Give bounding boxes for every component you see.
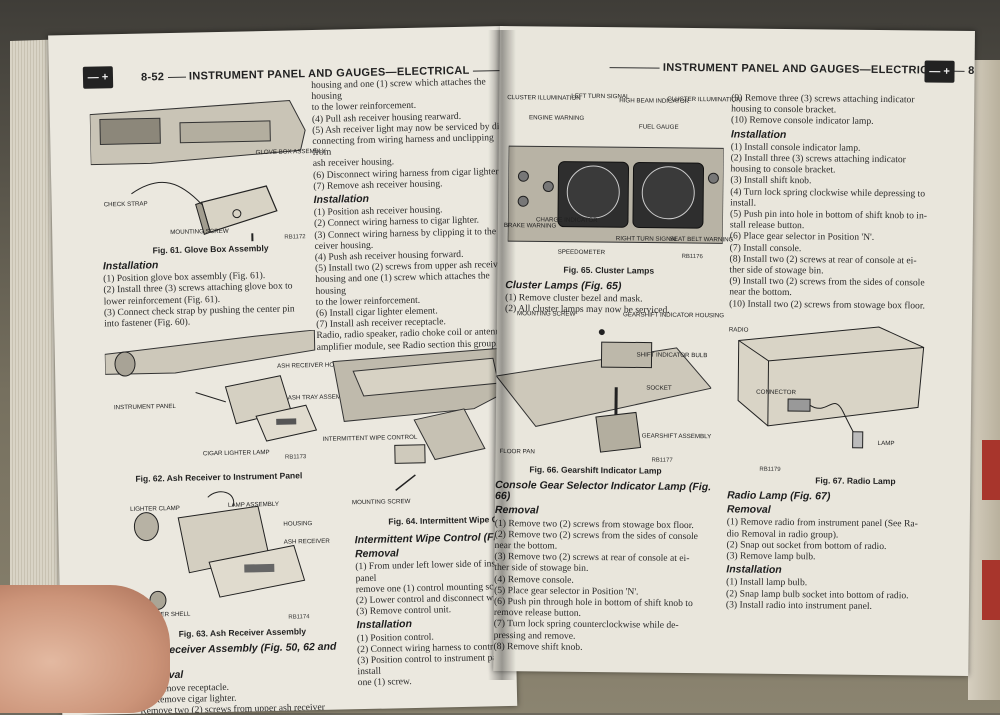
text-line: (3) Install radio into instrument panel. [726, 599, 956, 613]
label-connector: CONNECTOR [756, 389, 796, 396]
label-lighter-clamp: LIGHTER CLAMP [130, 505, 180, 513]
installation-heading: Installation [731, 129, 961, 143]
book-stripe [982, 440, 1000, 500]
label-lamp: LAMP [878, 440, 895, 447]
left-col1-installation: Installation (1) Position glove box asse… [103, 254, 309, 329]
holding-thumb [0, 585, 170, 713]
label-mounting-screw: MOUNTING SCREW [170, 228, 229, 236]
right-page: INSTRUMENT PANEL AND GAUGES—ELECTRICAL 8… [493, 26, 975, 676]
removal-heading: Removal [495, 505, 720, 519]
left-page-number: 8-52 [141, 71, 164, 83]
right-col1-console: Console Gear Selector Indicator Lamp (Fi… [493, 476, 720, 654]
label-ash-receiver-housing: ASH RECEIVER HOUSING [277, 362, 327, 370]
label-shift-indicator-bulb: SHIFT INDICATOR BULB [637, 351, 677, 358]
label-check-strap: CHECK STRAP [104, 200, 148, 208]
figure-63-ash-receiver-assembly [118, 485, 331, 614]
label-cluster-illumination-2: CLUSTER ILLUMINATION [667, 96, 712, 103]
figure-66-gearshift-indicator [495, 316, 712, 468]
label-instrument-panel: INSTRUMENT PANEL [114, 403, 159, 411]
figure-61-glove-box [89, 90, 312, 245]
text-line: (3) Remove lamp bulb. [726, 550, 956, 564]
label-mounting-screw: MOUNTING SCREW [517, 310, 576, 318]
section-title: Radio Lamp (Fig. 67) [727, 490, 957, 504]
figure-66-caption: Fig. 66. Gearshift Indicator Lamp [529, 464, 661, 475]
figure-code: RB1172 [284, 234, 305, 240]
label-lamp-assembly: LAMP ASSEMBLY [228, 501, 279, 509]
label-speedometer: SPEEDOMETER [558, 249, 606, 256]
text-line: (8) Remove shift knob. [493, 641, 718, 655]
label-ash-receiver: ASH RECEIVER [284, 538, 330, 546]
label-left-turn-signal: LEFT TURN SIGNAL [571, 93, 611, 100]
label-engine-warning: ENGINE WARNING [529, 114, 569, 121]
label-ash-tray-assembly: ASH TRAY ASSEMBLY [288, 394, 328, 402]
label-right-turn-signal: RIGHT TURN SIGNAL [616, 235, 661, 242]
figure-62-caption: Fig. 62. Ash Receiver to Instrument Pane… [135, 470, 302, 483]
label-high-beam-indicator: HIGH BEAM INDICATOR [619, 97, 664, 104]
label-radio: RADIO [729, 326, 749, 333]
figure-67-caption: Fig. 67. Radio Lamp [815, 475, 895, 486]
label-mounting-screw: MOUNTING SCREW [352, 498, 411, 506]
figure-65-cluster-lamps [507, 136, 723, 268]
book-gutter-shadow [488, 30, 516, 680]
figure-code: RB1174 [288, 614, 309, 620]
section-title: Cluster Lamps (Fig. 65) [505, 280, 720, 293]
right-col2-text: (9) Remove three (3) screws attaching in… [729, 92, 961, 311]
label-intermittent-wipe-control: INTERMITTENT WIPE CONTROL [323, 435, 383, 443]
book-stripe [982, 560, 1000, 620]
figure-code: RB1177 [651, 458, 672, 464]
label-housing: HOUSING [283, 520, 312, 528]
figure-code: RB1179 [759, 467, 780, 473]
label-fuel-gauge: FUEL GAUGE [639, 123, 679, 130]
label-gearshift-assembly: GEARSHIFT ASSEMBLY [642, 433, 687, 440]
label-charge-indicator: CHARGE INDICATOR [536, 216, 576, 223]
label-glove-box-assembly: GLOVE BOX ASSEMBLY [256, 148, 316, 156]
figure-code: RB1176 [682, 254, 703, 260]
figure-code: RB1173 [285, 454, 306, 460]
right-page-header: INSTRUMENT PANEL AND GAUGES—ELECTRICAL 8… [610, 61, 975, 77]
text-line: (4) Turn lock spring clockwise while dep… [730, 186, 960, 200]
right-header-title: INSTRUMENT PANEL AND GAUGES—ELECTRICAL [663, 62, 944, 77]
figure-65-caption: Fig. 65. Cluster Lamps [563, 265, 654, 276]
section-title: Console Gear Selector Indicator Lamp (Fi… [495, 480, 720, 505]
label-cigar-lighter-lamp: CIGAR LIGHTER LAMP [203, 449, 253, 457]
figure-61-caption: Fig. 61. Glove Box Assembly [153, 243, 269, 255]
figure-63-caption: Fig. 63. Ash Receiver Assembly [179, 626, 307, 639]
battery-icon: — + [83, 66, 113, 89]
label-gearshift-indicator-housing: GEARSHIFT INDICATOR HOUSING [623, 311, 693, 319]
text-line: (10) Remove console indicator lamp. [731, 115, 961, 129]
battery-icon: — + [924, 60, 954, 82]
label-seat-belt-warning: SEAT BELT WARNING [670, 236, 710, 243]
label-socket: SOCKET [646, 385, 672, 392]
figure-64-wipe-control [323, 348, 516, 502]
right-page-number: 8-53 [968, 65, 975, 77]
right-col2-radio: Radio Lamp (Fig. 67) Removal (1) Remove … [726, 486, 957, 612]
left-col2-text: housing and one (1) screw which attaches… [311, 76, 517, 353]
text-line: (10) Install two (2) screws from stowage… [729, 298, 959, 312]
